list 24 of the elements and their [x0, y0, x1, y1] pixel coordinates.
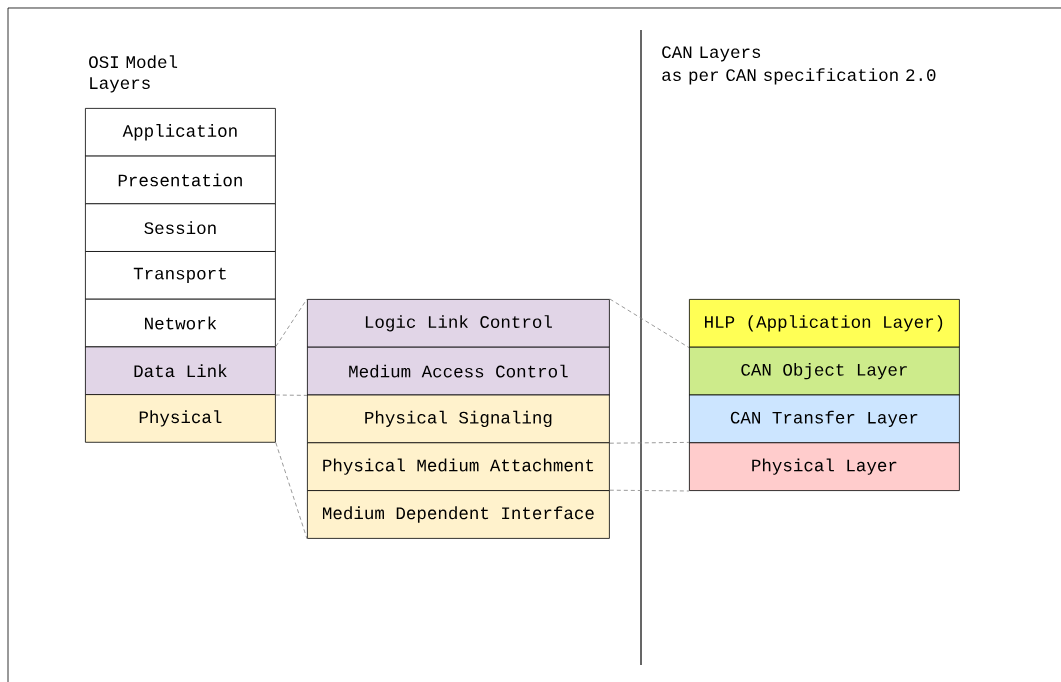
dashed-line — [609, 298, 690, 348]
layer-box: Medium Access Control — [307, 346, 610, 396]
dashed-line — [275, 442, 308, 540]
heading: as per CAN specification 2.0 — [662, 68, 936, 85]
dashed-line — [275, 394, 308, 396]
dashed-line — [609, 442, 690, 444]
layer-box: HLP (Application Layer) — [689, 299, 960, 348]
layer-box: CAN Transfer Layer — [689, 394, 960, 444]
layer-box: Transport — [85, 251, 276, 300]
layer-box: Session — [85, 203, 276, 252]
layer-box: CAN Object Layer — [689, 346, 960, 396]
layer-box: Physical — [85, 394, 276, 443]
layer-box: Presentation — [85, 155, 276, 205]
layer-box: Physical Layer — [689, 442, 960, 491]
layer-box: Logic Link Control — [307, 299, 610, 348]
layer-box: Physical Medium Attachment — [307, 442, 610, 491]
heading: CAN Layers — [662, 46, 761, 62]
dashed-line — [609, 489, 690, 492]
layer-box: Application — [85, 108, 276, 157]
layer-box: Physical Signaling — [307, 394, 610, 444]
dashed-line — [275, 298, 308, 347]
layer-box: Data Link — [85, 346, 276, 395]
layer-box: Medium Dependent Interface — [307, 490, 610, 539]
layer-box: Network — [85, 298, 276, 348]
